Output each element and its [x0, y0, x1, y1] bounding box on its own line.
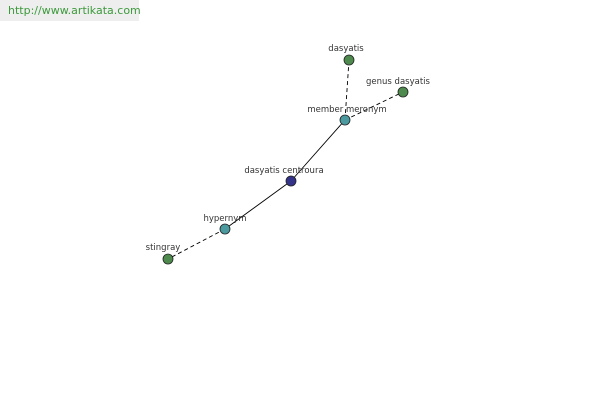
graph-edges: [167, 59, 404, 260]
node-hypernym[interactable]: hypernym: [203, 214, 247, 235]
node-dasyatis[interactable]: dasyatis: [328, 44, 364, 66]
node-genus-dasyatis[interactable]: genus dasyatis: [366, 77, 431, 98]
node-dot-dasyatis[interactable]: [343, 54, 355, 66]
node-label-member-meronym: member meronym: [307, 105, 386, 115]
node-label-stingray: stingray: [146, 243, 181, 253]
edge-dasyatis-centroura-hypernym: [224, 180, 292, 230]
node-dot-stingray[interactable]: [162, 253, 174, 265]
node-dot-hypernym[interactable]: [219, 223, 231, 235]
node-label-genus-dasyatis: genus dasyatis: [366, 77, 430, 87]
edge-member-meronym-genus-dasyatis: [344, 91, 404, 121]
watermark-link[interactable]: http://www.artikata.com: [0, 0, 141, 21]
node-dot-member-meronym[interactable]: [339, 114, 351, 126]
node-dot-genus-dasyatis[interactable]: [397, 86, 409, 98]
node-dot-dasyatis-centroura[interactable]: [285, 175, 297, 187]
edge-member-meronym-dasyatis: [344, 59, 350, 121]
graph-nodes: dasyatis genus dasyatis member meronym dasy…: [146, 44, 431, 265]
node-label-hypernym: hypernym: [203, 214, 246, 224]
edge-hypernym-stingray: [167, 228, 226, 260]
node-stingray[interactable]: stingray: [146, 243, 181, 265]
edge-dasyatis-centroura-member-meronym: [290, 119, 346, 182]
node-member-meronym[interactable]: member meronym: [307, 105, 387, 126]
node-dasyatis-centroura[interactable]: dasyatis centroura: [244, 166, 324, 187]
node-label-dasyatis-centroura: dasyatis centroura: [244, 166, 323, 176]
node-label-dasyatis: dasyatis: [328, 44, 364, 54]
